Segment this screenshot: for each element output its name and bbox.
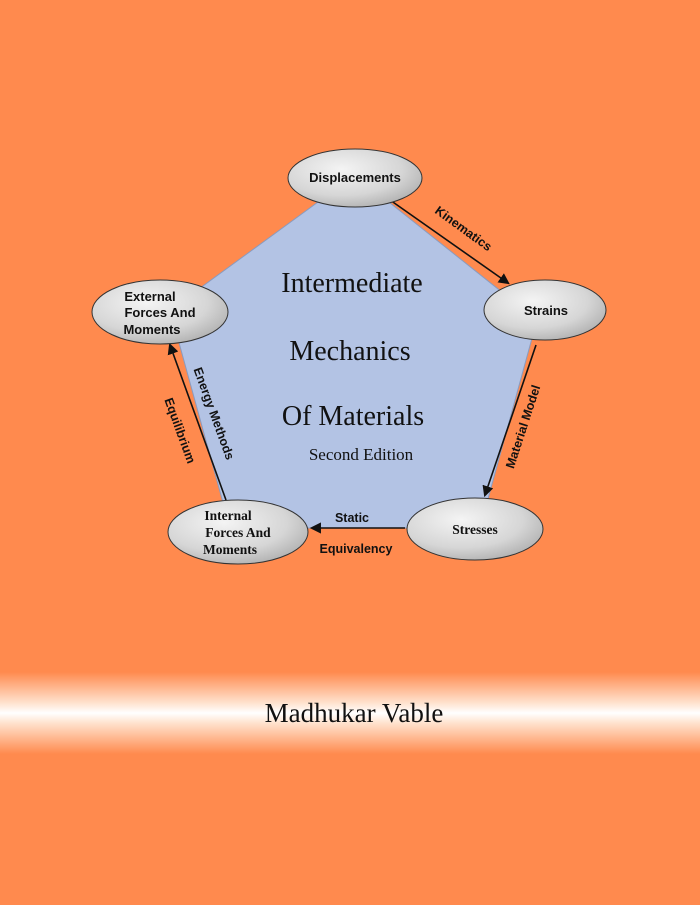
node-internal-line1: Internal bbox=[204, 508, 251, 523]
title-line-1: Intermediate bbox=[281, 268, 422, 299]
node-internal-forces: Internal Forces And Moments bbox=[167, 499, 309, 565]
title-line-2: Mechanics bbox=[289, 336, 410, 367]
author-name: Madhukar Vable bbox=[265, 698, 444, 728]
node-stresses: Stresses bbox=[406, 497, 544, 561]
node-strains: Strains bbox=[483, 279, 607, 341]
energy-methods-arrow bbox=[167, 342, 227, 501]
node-strains-label: Strains bbox=[524, 303, 568, 318]
node-displacements: Displacements bbox=[287, 148, 423, 208]
node-external-line1: External bbox=[124, 289, 175, 304]
title-line-3: Of Materials bbox=[282, 401, 424, 432]
node-external-line3: Moments bbox=[123, 322, 180, 337]
node-stresses-label: Stresses bbox=[452, 522, 498, 537]
node-internal-line2: Forces And bbox=[205, 525, 271, 540]
node-external-forces: External Forces And Moments bbox=[91, 279, 229, 345]
edge-label-equivalency: Equivalency bbox=[320, 542, 393, 556]
node-internal-line3: Moments bbox=[203, 542, 257, 557]
material-model-arrow bbox=[482, 344, 537, 498]
kinematics-arrow bbox=[389, 199, 510, 285]
node-displacements-label: Displacements bbox=[309, 170, 401, 185]
author-band bbox=[0, 672, 700, 754]
node-external-line2: Forces And bbox=[124, 305, 195, 320]
edge-label-static: Static bbox=[335, 511, 369, 525]
edition-label: Second Edition bbox=[309, 445, 414, 464]
